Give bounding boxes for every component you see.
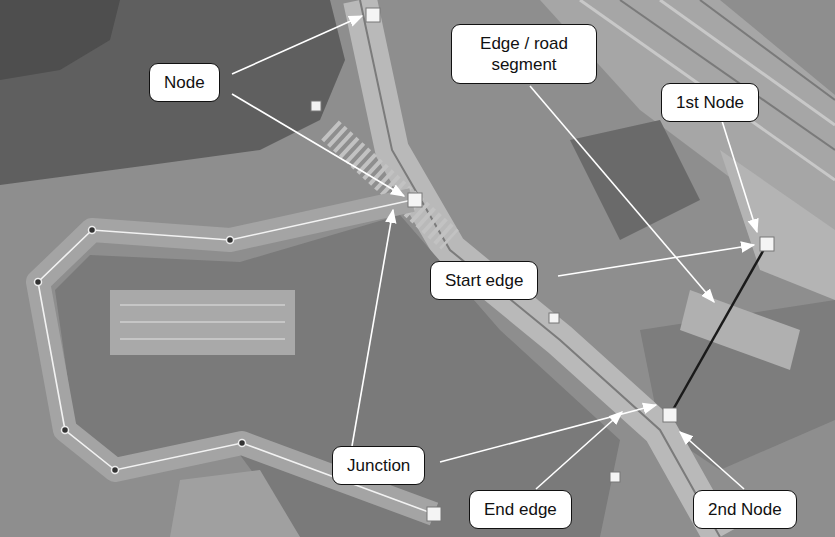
callout-label: Junction — [347, 455, 410, 476]
tree-area — [0, 0, 345, 185]
vertex-dot — [35, 279, 42, 286]
callout-box: Junction — [332, 446, 425, 485]
leader-line — [440, 405, 656, 462]
node-marker — [760, 237, 774, 251]
callout-label: 1st Node — [676, 92, 744, 113]
leader-line — [352, 210, 393, 446]
vertex-dot — [89, 227, 96, 234]
parking-lot — [110, 290, 295, 355]
callout-label: 2nd Node — [708, 499, 782, 520]
callout-label: Start edge — [445, 270, 523, 291]
callout-label: Node — [164, 72, 205, 93]
tree-area — [570, 120, 700, 240]
road-segment-line — [38, 200, 434, 514]
vertex-dot — [239, 440, 246, 447]
building — [680, 290, 800, 370]
leader-line — [722, 121, 757, 232]
parking-area — [720, 150, 835, 300]
loop-road — [38, 200, 434, 514]
callout-box: Node — [149, 63, 220, 102]
building — [170, 470, 300, 537]
vertex-dot — [112, 467, 119, 474]
leader-line — [680, 432, 744, 489]
callout-label: Edge / road segment — [466, 33, 582, 75]
vertex-dots — [35, 227, 246, 474]
node-markers — [311, 8, 774, 521]
parking-stripes — [120, 305, 285, 339]
callout-box: Edge / road segment — [451, 24, 597, 84]
node-marker — [366, 8, 380, 22]
callout-box: 1st Node — [661, 83, 759, 122]
node-marker — [427, 507, 441, 521]
selected-edge — [670, 244, 767, 415]
callout-box: 2nd Node — [693, 490, 797, 529]
leader-line — [232, 94, 404, 196]
tree-area — [0, 0, 120, 80]
callout-box: End edge — [469, 490, 572, 529]
node-marker — [408, 193, 422, 207]
leader-line — [558, 245, 754, 276]
node-marker — [549, 313, 559, 323]
node-marker — [663, 408, 677, 422]
highway-lane — [660, 0, 835, 125]
leader-line — [536, 412, 622, 489]
callout-box: Start edge — [430, 261, 538, 300]
vertex-dot — [227, 237, 234, 244]
node-marker — [311, 101, 321, 111]
leader-line — [232, 16, 362, 74]
callout-label: End edge — [484, 499, 557, 520]
node-marker — [610, 472, 620, 482]
vertex-dot — [62, 427, 69, 434]
parking-lot — [110, 290, 295, 355]
